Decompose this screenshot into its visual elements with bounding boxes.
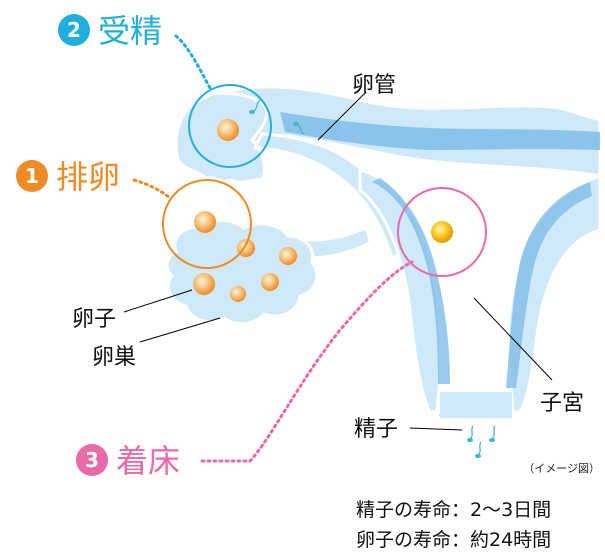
step-label: 着床 (116, 442, 180, 480)
anatomy (165, 85, 602, 420)
egg-implanting (431, 221, 453, 243)
step-implantation: 3 着床 (76, 442, 180, 480)
sperm-label: 精子 (354, 417, 398, 442)
egg-lifespan: 卵子の寿命：約24時間 (356, 529, 551, 551)
step-number: 1 (25, 164, 39, 188)
follicle (261, 273, 279, 291)
egg-ovulated (194, 211, 216, 233)
uterus-label: 子宮 (540, 391, 584, 416)
follicles (193, 119, 453, 302)
step-number-badge (58, 14, 90, 46)
step-fertilization: 2 受精 (58, 12, 162, 50)
sperm-group (249, 99, 496, 459)
sperm-icon (467, 425, 474, 443)
step-ovulation: 1 排卵 (16, 158, 120, 196)
step-label: 排卵 (56, 158, 120, 196)
egg-leader-line (123, 289, 193, 313)
uterus-wall-left (372, 178, 450, 384)
step-number-badge (16, 160, 48, 192)
ovulation-leader (132, 178, 172, 200)
step-number-badge (76, 444, 108, 476)
step-number: 2 (67, 18, 81, 42)
uterus-wall-right (506, 182, 592, 388)
follicle (230, 286, 246, 302)
follicle (279, 247, 297, 265)
step-label: 受精 (98, 12, 162, 50)
sperm-icon (489, 425, 496, 443)
oviduct-leader-line (317, 91, 367, 141)
implantation-leader (200, 260, 414, 463)
ovary-label: 卵巣 (92, 345, 136, 370)
sperm-icon (475, 441, 482, 459)
fertilization-circle (188, 84, 272, 168)
sperm-leader-line (409, 427, 463, 431)
ovary (165, 219, 319, 325)
fertilization-leader (174, 34, 212, 90)
sperm-icon (249, 99, 261, 115)
cervix (440, 392, 512, 418)
egg-fertilized (217, 119, 239, 141)
image-caption: （イメージ図） (523, 462, 600, 475)
oviduct-label: 卵管 (352, 73, 396, 98)
step-number: 3 (85, 448, 99, 472)
ovary-ligament (299, 226, 372, 260)
uterus-leader-line (473, 297, 553, 381)
egg-label: 卵子 (72, 307, 116, 332)
sperm-icon (293, 121, 305, 135)
ovulation-circle (162, 179, 252, 269)
oviduct-inner (280, 112, 600, 150)
sperm-lifespan: 精子の寿命：2〜3日間 (356, 499, 551, 521)
implantation-circle (397, 187, 487, 277)
ovary-leader-line (139, 317, 221, 343)
egg-in-ovary (193, 273, 215, 295)
